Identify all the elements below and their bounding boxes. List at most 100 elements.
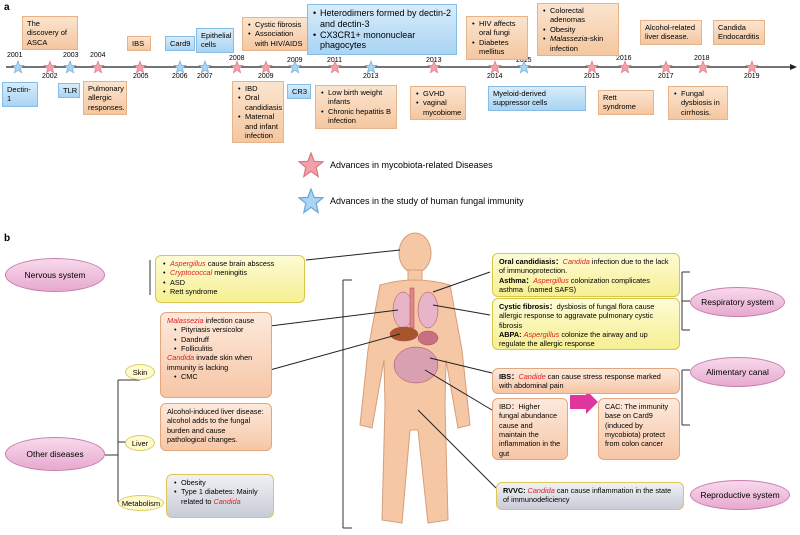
list-item: Colorectal adenomas (543, 6, 614, 25)
timeline-star-2017 (659, 60, 673, 74)
list-item: Malassezia-skin infection (543, 34, 614, 53)
ibd-body-box: IBD：Higher fungal abundance cause and ma… (492, 398, 568, 460)
candida-text: Candida (167, 353, 195, 363)
respiratory-system-label: Respiratory system (690, 287, 785, 317)
list-item: Fungal dysbiosis in cirrhosis. (674, 89, 723, 117)
metabolism-box: Obesity Type 1 diabetes: Mainly related … (166, 474, 274, 518)
timeline-star-2018 (696, 60, 710, 74)
list-item: Obesity (543, 25, 614, 35)
year-label: 2002 (42, 73, 58, 80)
body-diagram-graphics (105, 232, 690, 529)
rvvc-box: RVVC: Candida can cause inflammation in … (496, 482, 684, 510)
organs (389, 287, 439, 384)
list-item: Aspergillus cause brain abscess (163, 259, 298, 269)
list-item: CMC (174, 372, 265, 382)
ibd-box: IBD Oral candidiasis Maternal and infant… (232, 81, 284, 144)
gvhd-box: GVHD vaginal mycobiome (410, 86, 466, 121)
cystic-hiv-box: Cystic fibrosis Association with HIV/AID… (242, 17, 312, 52)
cystic-abpa-box: Cystic fibrosis：dysbiosis of fungal flor… (492, 298, 680, 350)
year-label: 2007 (197, 73, 213, 80)
timeline-graphics (6, 60, 797, 214)
timeline-star-2014 (488, 60, 502, 74)
resp-text: colonization complicates asthma（named SA… (499, 275, 650, 294)
timeline-star-2015b (585, 60, 599, 74)
ibs-top-box: IBS (127, 36, 151, 52)
candide-text: Candide (518, 372, 546, 381)
heterodimers-box: Heterodimers formed by dectin-2 and dect… (307, 4, 457, 56)
malassezia-text: Malassezia (167, 316, 204, 325)
skin-box: Malassezia infection cause Pityriasis ve… (160, 312, 272, 398)
timeline-star-2013a (364, 60, 378, 74)
timeline-star-2002 (43, 60, 57, 74)
cryptococcal-text: Cryptococcal (170, 268, 213, 278)
year-label: 2006 (172, 73, 188, 80)
metabolism-label: Metabolism (118, 495, 164, 511)
resp-line: Cystic fibrosis：dysbiosis of fungal flor… (499, 302, 673, 330)
resp-line: Oral candidiasis：Candida infection due t… (499, 257, 673, 276)
rett-box: Rett syndrome (598, 90, 654, 115)
skin-line-text: infection cause (203, 316, 255, 325)
colorectal-box: Colorectal adenomas Obesity Malassezia-s… (537, 3, 619, 56)
list-item: Maternal and infant infection (238, 112, 279, 140)
rvvc-bold: RVVC: (503, 486, 528, 495)
list-item: CX3CR1+ mononuclear phagocytes (313, 30, 452, 52)
liver-box: Alcohol-induced liver disease: alcohol a… (160, 403, 272, 451)
alimentary-canal-label: Alimentary canal (690, 357, 785, 387)
epithelial-box: Epithelial cells (196, 28, 234, 53)
nervous-item-text: cause brain abscess (205, 259, 275, 268)
year-label: 2017 (658, 73, 674, 80)
aspergillus-text: Aspergillus (533, 275, 569, 285)
cac-box: CAC: The immunity base on Card9 (induced… (598, 398, 680, 460)
oral-asthma-box: Oral candidiasis：Candida infection due t… (492, 253, 680, 297)
legend-diseases-label: Advances in mycobiota-related Diseases (330, 160, 493, 170)
list-item: Cryptococcal meningitis (163, 268, 298, 278)
resp-line: Asthma：Aspergillus colonization complica… (499, 276, 673, 295)
year-label: 2004 (90, 52, 106, 59)
legend-disease-star (298, 152, 324, 178)
timeline-star-2001 (11, 60, 25, 74)
skin-line: Malassezia infection cause (167, 316, 265, 325)
resp-bold: Asthma： (499, 275, 534, 285)
candida-text: Candida (527, 486, 555, 495)
ibs-box: IBS：Candide can cause stress response ma… (492, 368, 680, 394)
myeloid-box: Myeloid-derived suppressor cells (488, 86, 586, 111)
alcohol-box: Alcohol-related liver disease. (640, 20, 702, 45)
aspergillus-text: Aspergillus (523, 329, 560, 339)
candida-text: Candida (562, 257, 590, 266)
year-label: 2018 (694, 55, 710, 62)
timeline-star-2009a (259, 60, 273, 74)
panel-b-label: b (4, 233, 11, 244)
list-item: vaginal mycobiome (416, 98, 461, 117)
year-label: 2013 (363, 73, 379, 80)
year-label: 2016 (616, 55, 632, 62)
list-item: HIV affects oral fungi (472, 19, 523, 38)
list-item: Chronic hepatitis B infection (321, 107, 392, 126)
card9-box: Card9 (165, 36, 195, 52)
asca-box: The discovery of ASCA (22, 16, 78, 51)
year-label: 2008 (229, 55, 245, 62)
resp-text: colonize the airway and up regulate the … (499, 329, 648, 349)
year-label: 2009 (287, 57, 303, 64)
nervous-item-text: meningitis (212, 268, 248, 278)
list-item: Obesity (174, 478, 267, 488)
list-item: Rett syndrome (163, 287, 298, 297)
metab-item-text: Type 1 diabetes: Mainly related to (181, 487, 258, 506)
malassezia-rest: -skin infection (550, 34, 604, 53)
timeline-star-2003 (63, 60, 77, 74)
resp-bold: Cystic fibrosis： (499, 302, 557, 311)
list-item: ASD (163, 278, 298, 288)
legend-immunity-label: Advances in the study of human fungal im… (330, 196, 524, 206)
timeline-star-2007 (198, 60, 212, 74)
list-item: Heterodimers formed by dectin-2 and dect… (313, 8, 452, 30)
connector-lines (269, 249, 497, 489)
list-item: Folliculitis (174, 344, 265, 354)
arrow-ibd-to-cac (570, 390, 598, 414)
reproductive-system-label: Reproductive system (690, 480, 790, 510)
ibs-text: can cause stress response marked with ab… (499, 372, 661, 391)
fungal-dysbiosis-box: Fungal dysbiosis in cirrhosis. (668, 86, 728, 121)
panel-a-label: a (4, 2, 10, 13)
pulmonary-box: Pulmonary allergic responses. (83, 81, 127, 116)
hiv-diabetes-box: HIV affects oral fungi Diabetes mellitus (466, 16, 528, 60)
year-label: 2014 (487, 73, 503, 80)
year-label: 2001 (7, 52, 23, 59)
